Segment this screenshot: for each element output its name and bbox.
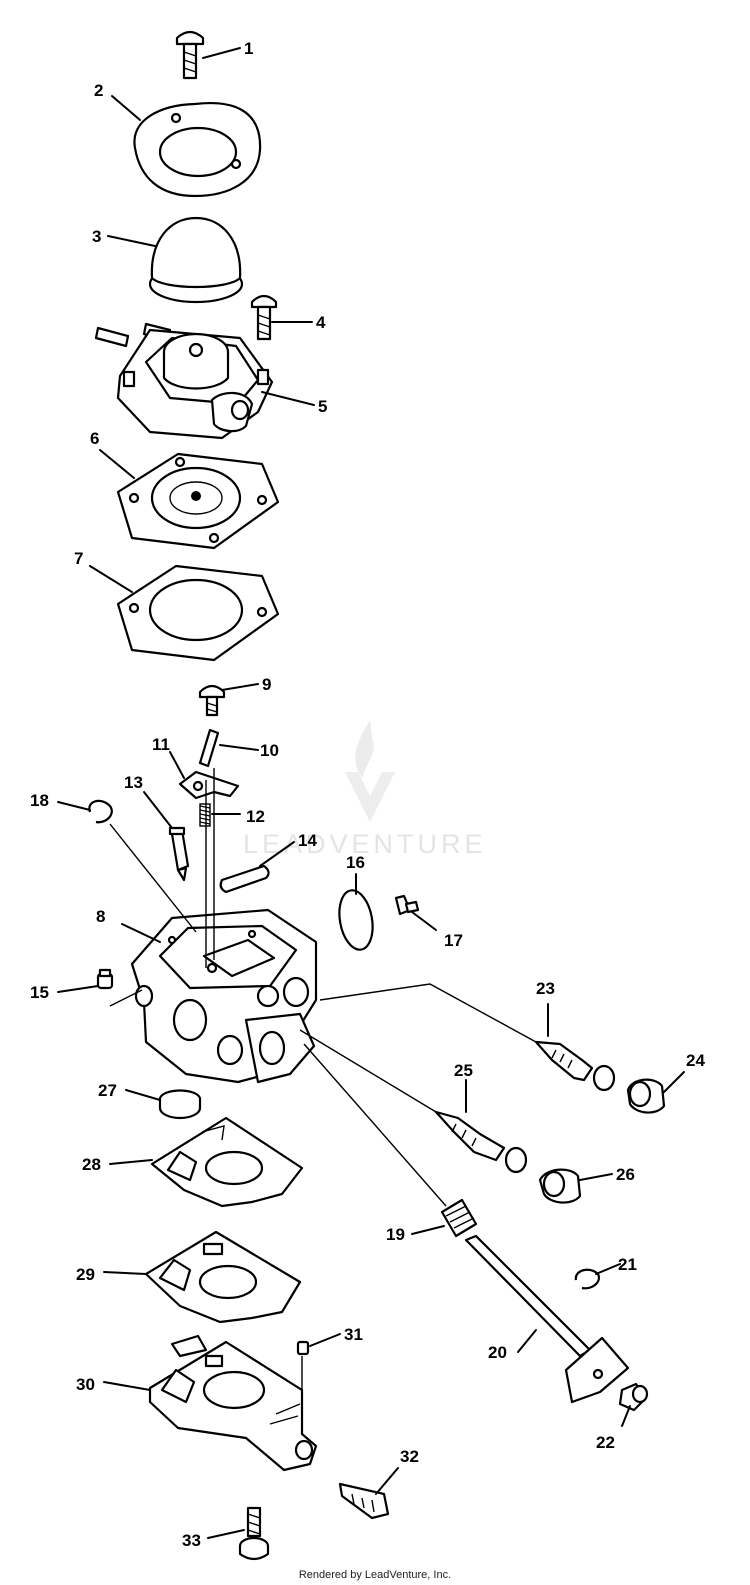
watermark-text: LEADVENTURE (243, 829, 487, 859)
part-screw-33[interactable] (238, 1506, 270, 1561)
part-plate-16[interactable] (335, 888, 377, 953)
callout-29: 29 (76, 1265, 95, 1284)
part-screw-1[interactable] (175, 30, 205, 80)
part-shaft-20[interactable] (464, 1234, 630, 1404)
callout-10: 10 (260, 741, 279, 760)
callout-15: 15 (30, 983, 49, 1002)
callout-13: 13 (124, 773, 143, 792)
part-needle-25[interactable] (434, 1110, 528, 1174)
callout-11: 11 (152, 735, 170, 754)
callout-22: 22 (596, 1433, 615, 1452)
callout-27: 27 (98, 1081, 117, 1100)
callout-26: 26 (616, 1165, 635, 1184)
callout-12: 12 (246, 807, 265, 826)
part-screw-9[interactable] (198, 684, 226, 717)
part-gasket-28[interactable] (150, 1116, 304, 1208)
part-cover-2[interactable] (133, 102, 262, 198)
part-screw-4[interactable] (250, 294, 278, 341)
callout-20: 20 (488, 1343, 507, 1362)
part-lever-11[interactable] (178, 770, 240, 800)
callout-21: 21 (618, 1255, 637, 1274)
callout-33: 33 (182, 1531, 201, 1550)
callout-28: 28 (82, 1155, 101, 1174)
part-pin-10[interactable] (198, 728, 220, 768)
callout-2: 2 (94, 81, 103, 100)
part-clip-21[interactable] (574, 1268, 600, 1290)
callout-9: 9 (262, 675, 271, 694)
part-primer-bulb-3[interactable] (148, 216, 244, 304)
callout-16: 16 (346, 853, 365, 872)
part-pin-31[interactable] (296, 1340, 310, 1356)
part-gasket-7[interactable] (116, 564, 280, 662)
callout-3: 3 (92, 227, 101, 246)
part-strip-14[interactable] (219, 864, 270, 894)
part-diaphragm-6[interactable] (116, 452, 280, 550)
part-cover-30[interactable] (148, 1334, 318, 1472)
part-needle-13[interactable] (168, 826, 190, 882)
callout-1: 1 (244, 39, 253, 58)
part-needle-23[interactable] (534, 1040, 616, 1092)
part-clip-18[interactable] (88, 799, 113, 824)
part-gasket-29[interactable] (144, 1230, 302, 1324)
callout-24: 24 (686, 1051, 705, 1070)
callout-19: 19 (386, 1225, 405, 1244)
callout-23: 23 (536, 979, 555, 998)
part-cap-26[interactable] (538, 1168, 582, 1204)
part-pump-body-5[interactable] (94, 322, 274, 440)
callout-18: 18 (30, 791, 49, 810)
watermark-logo (345, 720, 395, 822)
part-spring-12[interactable] (199, 803, 211, 827)
callout-labels: 1 2 3 4 5 6 7 8 9 10 11 12 13 14 15 16 1… (30, 39, 705, 1550)
callout-25: 25 (454, 1061, 473, 1080)
part-screw-17[interactable] (394, 894, 420, 916)
callout-32: 32 (400, 1447, 419, 1466)
part-plug-15[interactable] (96, 968, 114, 990)
callout-30: 30 (76, 1375, 95, 1394)
callout-14: 14 (298, 831, 317, 850)
callout-7: 7 (74, 549, 83, 568)
part-spring-19[interactable] (440, 1198, 478, 1238)
part-swivel-22[interactable] (618, 1382, 649, 1412)
footer-credit: Rendered by LeadVenture, Inc. (299, 1569, 451, 1581)
callout-17: 17 (444, 931, 463, 950)
callout-6: 6 (90, 429, 99, 448)
part-carb-body-8[interactable] (130, 908, 318, 1084)
callout-5: 5 (318, 397, 327, 416)
callout-8: 8 (96, 907, 105, 926)
part-plug-27[interactable] (158, 1089, 202, 1120)
callout-4: 4 (316, 313, 326, 332)
part-cap-24[interactable] (626, 1078, 666, 1114)
callout-31: 31 (344, 1325, 363, 1344)
